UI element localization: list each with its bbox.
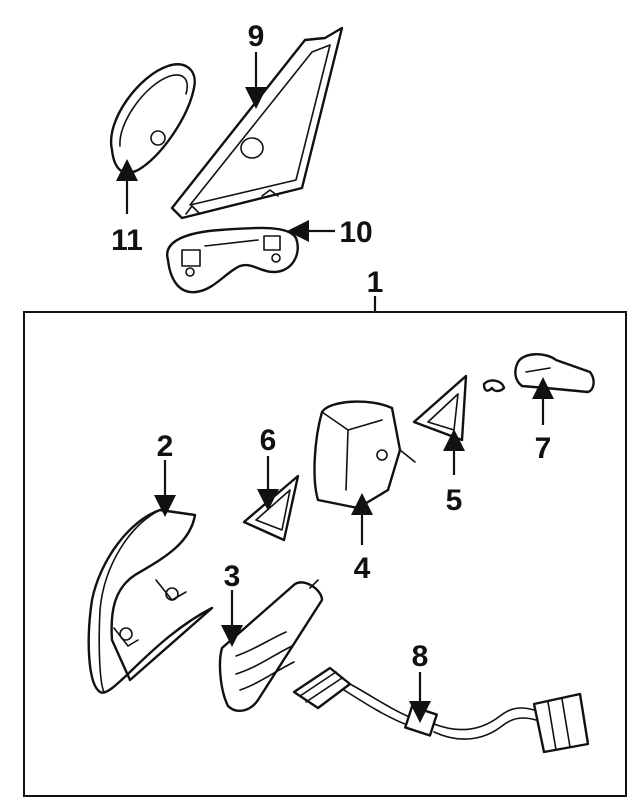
callout-2: 2 <box>157 430 174 463</box>
part-9-sail-panel <box>170 26 344 220</box>
part-11-cover <box>109 63 196 174</box>
part-5-triangle-pad <box>412 374 468 442</box>
callout-9: 9 <box>248 20 265 53</box>
part-3-mirror-glass <box>218 579 324 712</box>
part-8-wire-harness <box>292 666 590 754</box>
callout-5: 5 <box>446 484 463 517</box>
callout-1: 1 <box>367 266 384 299</box>
callout-8: 8 <box>412 640 429 673</box>
callout-3: 3 <box>224 560 241 593</box>
part-10-gasket <box>166 226 299 294</box>
callout-11: 11 <box>111 224 143 257</box>
callout-7: 7 <box>535 432 552 465</box>
callout-10: 10 <box>339 216 372 249</box>
part-2-mirror-housing <box>87 508 214 694</box>
part-7-pivot-arm <box>482 353 595 394</box>
part-6-triangle-seal <box>242 474 300 542</box>
callout-6: 6 <box>260 424 277 457</box>
assembly-frame <box>23 311 627 797</box>
callout-4: 4 <box>354 552 371 585</box>
part-4-base-bracket <box>313 400 416 510</box>
